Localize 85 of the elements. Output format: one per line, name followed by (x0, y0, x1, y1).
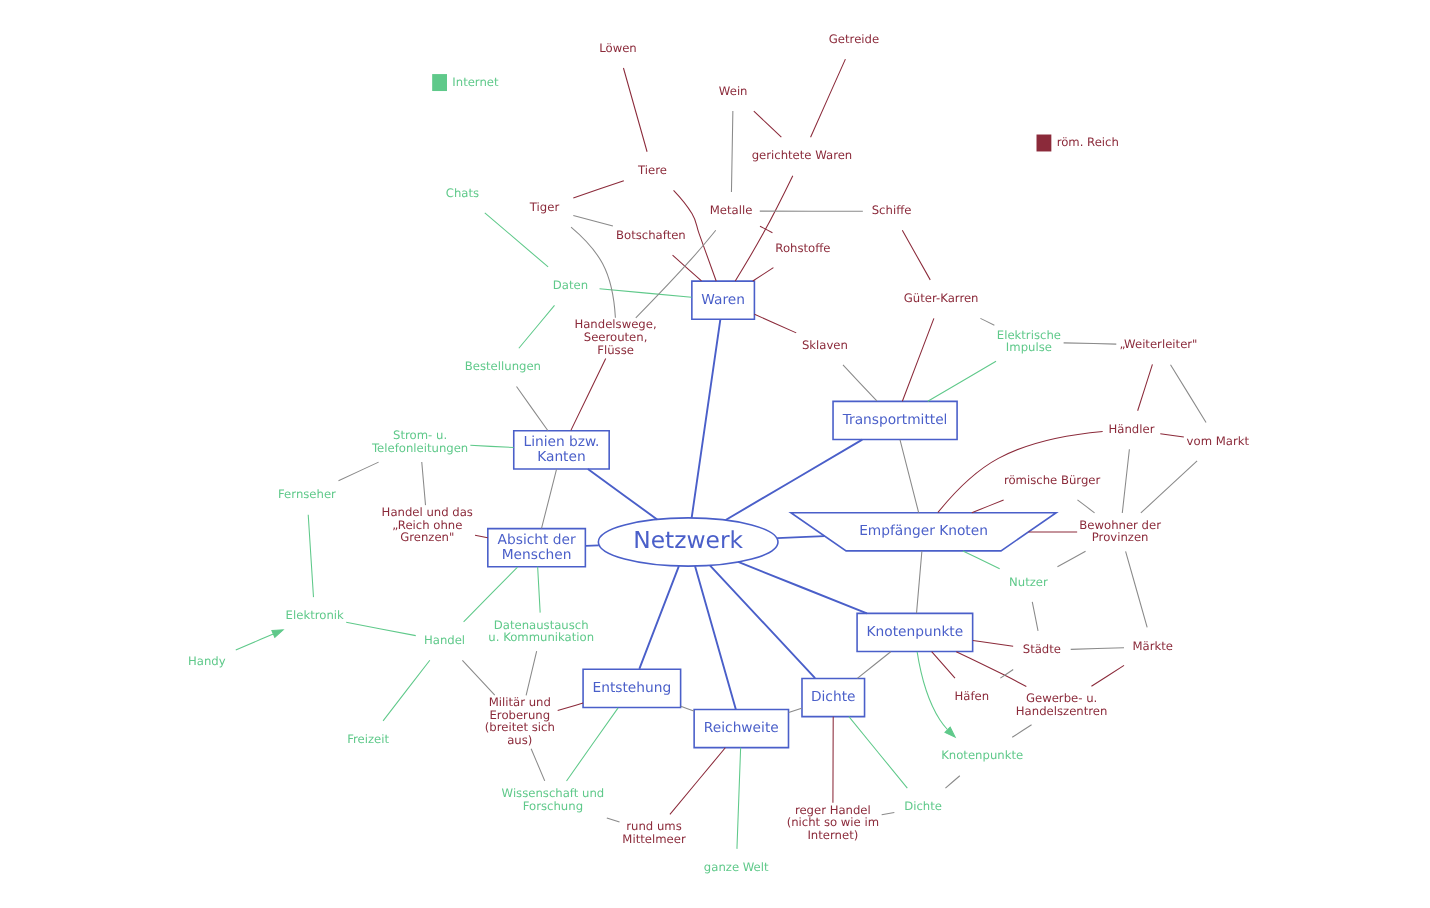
connector (622, 67, 648, 153)
connector (1027, 531, 1078, 533)
connector (672, 254, 702, 282)
connector (901, 317, 935, 402)
connector (570, 357, 607, 431)
connector (680, 705, 695, 712)
connector (463, 566, 519, 623)
node-ellipse: Netzwerk (597, 517, 779, 567)
connector (753, 110, 782, 138)
connector (1070, 647, 1125, 650)
connector (776, 535, 826, 540)
connector (516, 386, 549, 432)
connector (584, 544, 600, 547)
connector (525, 650, 538, 696)
arrow (916, 651, 957, 739)
connector (788, 707, 803, 714)
connector (842, 364, 878, 402)
connector (1031, 601, 1039, 632)
connector (541, 468, 558, 529)
connector (1076, 499, 1096, 514)
connector (518, 304, 556, 349)
connector (461, 659, 496, 696)
connector (753, 313, 797, 334)
connector (345, 621, 417, 637)
connector (759, 225, 773, 234)
connector (469, 444, 515, 448)
connector (586, 468, 659, 521)
connector (669, 747, 726, 815)
connector (927, 360, 997, 402)
connector (572, 180, 625, 199)
connector (474, 534, 489, 539)
connector (530, 748, 546, 782)
connector (690, 318, 722, 519)
connector (736, 747, 742, 850)
connector (962, 550, 1001, 570)
connector (1011, 724, 1033, 738)
connector (572, 214, 614, 227)
connector (337, 461, 380, 482)
connector (566, 707, 619, 782)
connector (979, 317, 995, 326)
connector (421, 461, 427, 506)
connector (931, 651, 956, 679)
connector (557, 702, 584, 712)
connector (832, 716, 834, 804)
connector (1090, 664, 1125, 687)
connector (673, 189, 717, 282)
connector (1063, 342, 1117, 345)
connector (1125, 550, 1148, 628)
connector (1159, 433, 1185, 438)
connector (901, 229, 931, 281)
connector (382, 659, 431, 722)
connector (1121, 448, 1130, 514)
connector (881, 811, 895, 816)
connector (638, 565, 680, 670)
connector (856, 651, 892, 679)
connector (810, 58, 846, 138)
connector (759, 210, 864, 212)
connector (708, 564, 817, 679)
connector (1170, 364, 1207, 423)
connector (972, 640, 1014, 647)
connector (1140, 460, 1198, 514)
connector (724, 438, 864, 521)
connector (307, 514, 314, 598)
connector (1137, 363, 1153, 412)
connector (971, 499, 1005, 514)
connector (944, 775, 961, 789)
connector (752, 267, 774, 282)
connector (635, 229, 717, 319)
connector (734, 175, 794, 282)
connector (955, 651, 1027, 687)
connector (694, 565, 737, 711)
connector (737, 561, 868, 615)
connector (599, 288, 693, 298)
connector (899, 439, 920, 514)
connector (1056, 550, 1087, 568)
connector (537, 566, 541, 614)
connector (999, 669, 1014, 679)
connector (570, 226, 616, 319)
connector (606, 817, 621, 823)
connector (916, 550, 923, 614)
connector (848, 716, 908, 789)
connector (730, 110, 734, 193)
connector (484, 212, 549, 268)
arrow (235, 629, 285, 651)
connector (937, 430, 1104, 513)
